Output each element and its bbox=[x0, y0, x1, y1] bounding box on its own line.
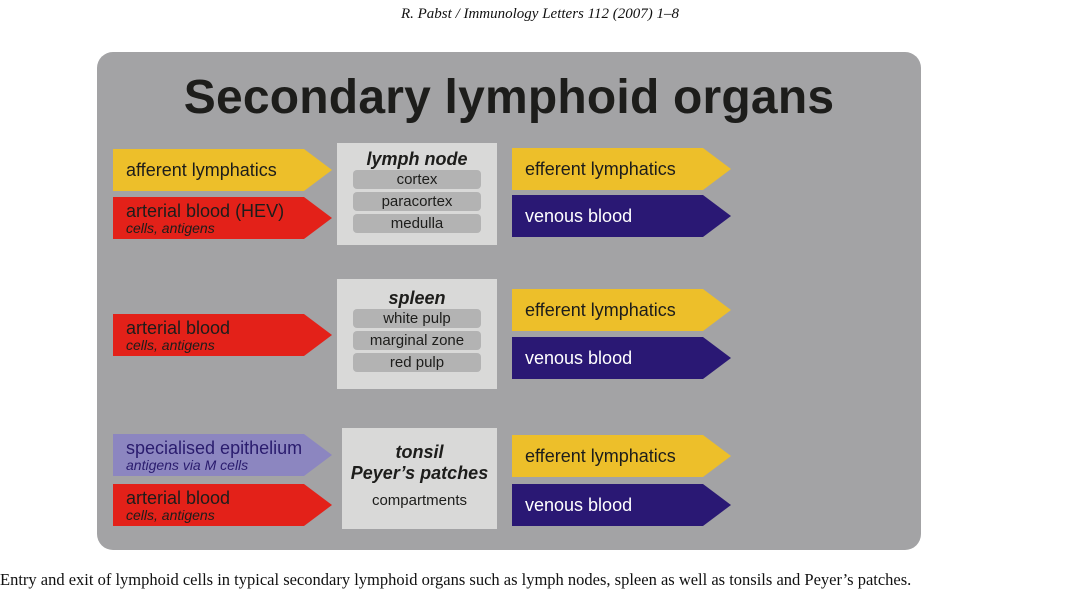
venous-blood-arrow: venous blood bbox=[512, 337, 731, 379]
arrow-sublabel: cells, antigens bbox=[126, 506, 215, 523]
compartment-red-pulp: red pulp bbox=[353, 353, 481, 372]
compartment-medulla: medulla bbox=[353, 214, 481, 233]
arrow-label: venous blood bbox=[525, 494, 633, 515]
arrow-label: efferent lymphatics bbox=[525, 445, 676, 466]
efferent-lymphatics-arrow: efferent lymphatics bbox=[512, 289, 731, 331]
arterial-blood-hev-arrow: arterial blood (HEV) cells, antigens bbox=[113, 197, 332, 239]
arrow-sublabel: antigens via M cells bbox=[126, 456, 249, 473]
diagram-title: Secondary lymphoid organs bbox=[183, 71, 835, 124]
organ-name: spleen bbox=[388, 288, 446, 308]
efferent-lymphatics-arrow: efferent lymphatics bbox=[512, 148, 731, 190]
lymph-node-box: lymph node cortex paracortex medulla bbox=[337, 143, 497, 245]
spleen-box: spleen white pulp marginal zone red pulp bbox=[337, 279, 497, 389]
arrow-label: afferent lymphatics bbox=[126, 159, 277, 180]
arrow-label: venous blood bbox=[525, 205, 633, 226]
venous-blood-arrow: venous blood bbox=[512, 195, 731, 237]
figure-caption: Entry and exit of lymphoid cells in typi… bbox=[0, 570, 912, 589]
arterial-blood-arrow: arterial blood cells, antigens bbox=[113, 484, 332, 526]
afferent-lymphatics-arrow: afferent lymphatics bbox=[113, 149, 332, 191]
arrow-label: arterial blood bbox=[126, 487, 231, 508]
compartment-cortex: cortex bbox=[353, 170, 481, 189]
organ-name: lymph node bbox=[366, 149, 468, 169]
arrow-sublabel: cells, antigens bbox=[126, 336, 215, 353]
specialised-epithelium-arrow: specialised epithelium antigens via M ce… bbox=[113, 434, 332, 476]
arrow-label: efferent lymphatics bbox=[525, 299, 676, 320]
arterial-blood-arrow: arterial blood cells, antigens bbox=[113, 314, 332, 356]
compartment-white-pulp: white pulp bbox=[353, 309, 481, 328]
tonsil-peyers-patches-box: tonsil Peyer’s patches compartments bbox=[342, 428, 497, 529]
venous-blood-arrow: venous blood bbox=[512, 484, 731, 526]
compartments-label: compartments bbox=[371, 492, 468, 509]
compartment-paracortex: paracortex bbox=[353, 192, 481, 211]
organ-name: tonsil bbox=[395, 442, 444, 462]
arrow-label: efferent lymphatics bbox=[525, 158, 676, 179]
arrow-label: arterial blood (HEV) bbox=[126, 200, 285, 221]
arrow-label: arterial blood bbox=[126, 317, 231, 338]
efferent-lymphatics-arrow: efferent lymphatics bbox=[512, 435, 731, 477]
arrow-label: venous blood bbox=[525, 347, 633, 368]
organ-name-secondary: Peyer’s patches bbox=[350, 463, 489, 483]
compartment-marginal-zone: marginal zone bbox=[353, 331, 481, 350]
diagram-panel: Secondary lymphoid organs afferent lymph… bbox=[97, 52, 921, 550]
arrow-sublabel: cells, antigens bbox=[126, 219, 215, 236]
arrow-label: specialised epithelium bbox=[126, 437, 303, 458]
running-header: R. Pabst / Immunology Letters 112 (2007)… bbox=[400, 6, 680, 22]
